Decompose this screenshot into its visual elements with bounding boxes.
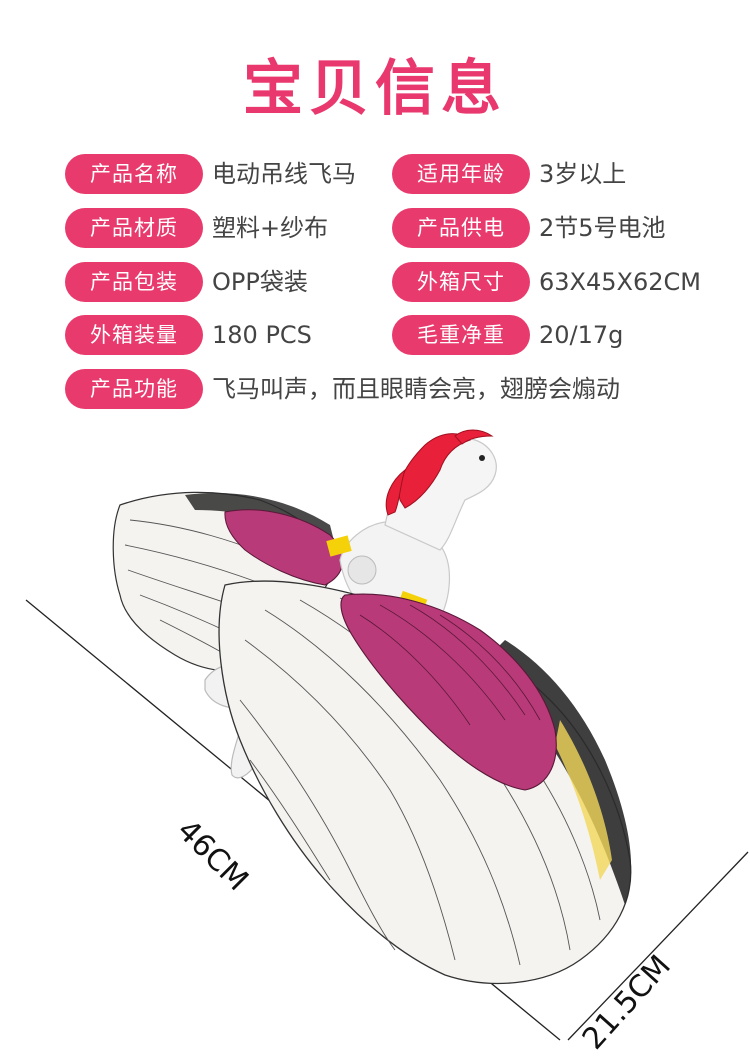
spec-value-carton-size: 63X45X62CM [539, 268, 701, 296]
spec-row: 产品材质 塑料+纱布 产品供电 2节5号电池 [65, 208, 705, 248]
spec-value-power: 2节5号电池 [539, 214, 666, 242]
spec-label-carton-size: 外箱尺寸 [392, 262, 530, 302]
spec-value-function: 飞马叫声，而且眼睛会亮，翅膀会煽动 [212, 375, 620, 403]
spec-value-carton-qty: 180 PCS [212, 321, 312, 349]
eye-icon [479, 455, 485, 461]
spec-row: 产品包装 OPP袋装 外箱尺寸 63X45X62CM [65, 262, 705, 302]
spec-label-material: 产品材质 [65, 208, 203, 248]
page-title: 宝贝信息 [243, 54, 507, 124]
pegasus-toy-image [25, 429, 749, 1041]
spec-label-carton-qty: 外箱装量 [65, 315, 203, 355]
spec-label-weight: 毛重净重 [392, 315, 530, 355]
spec-label-power: 产品供电 [392, 208, 530, 248]
spec-label-name: 产品名称 [65, 154, 203, 194]
spec-value-name: 电动吊线飞马 [212, 160, 356, 188]
red-mane [385, 429, 494, 516]
spec-row: 外箱装量 180 PCS 毛重净重 20/17g [65, 315, 705, 355]
spec-row: 产品功能 飞马叫声，而且眼睛会亮，翅膀会煽动 [65, 369, 705, 409]
spec-label-packaging: 产品包装 [65, 262, 203, 302]
spec-value-weight: 20/17g [539, 321, 624, 349]
spec-row: 产品名称 电动吊线飞马 适用年龄 3岁以上 [65, 154, 705, 194]
right-wing [218, 580, 632, 985]
spec-label-function: 产品功能 [65, 369, 203, 409]
spec-value-age: 3岁以上 [539, 160, 627, 188]
spec-label-age: 适用年龄 [392, 154, 530, 194]
spec-value-packaging: OPP袋装 [212, 268, 308, 296]
spec-value-material: 塑料+纱布 [212, 214, 329, 242]
width-dimension-line [567, 851, 749, 1041]
